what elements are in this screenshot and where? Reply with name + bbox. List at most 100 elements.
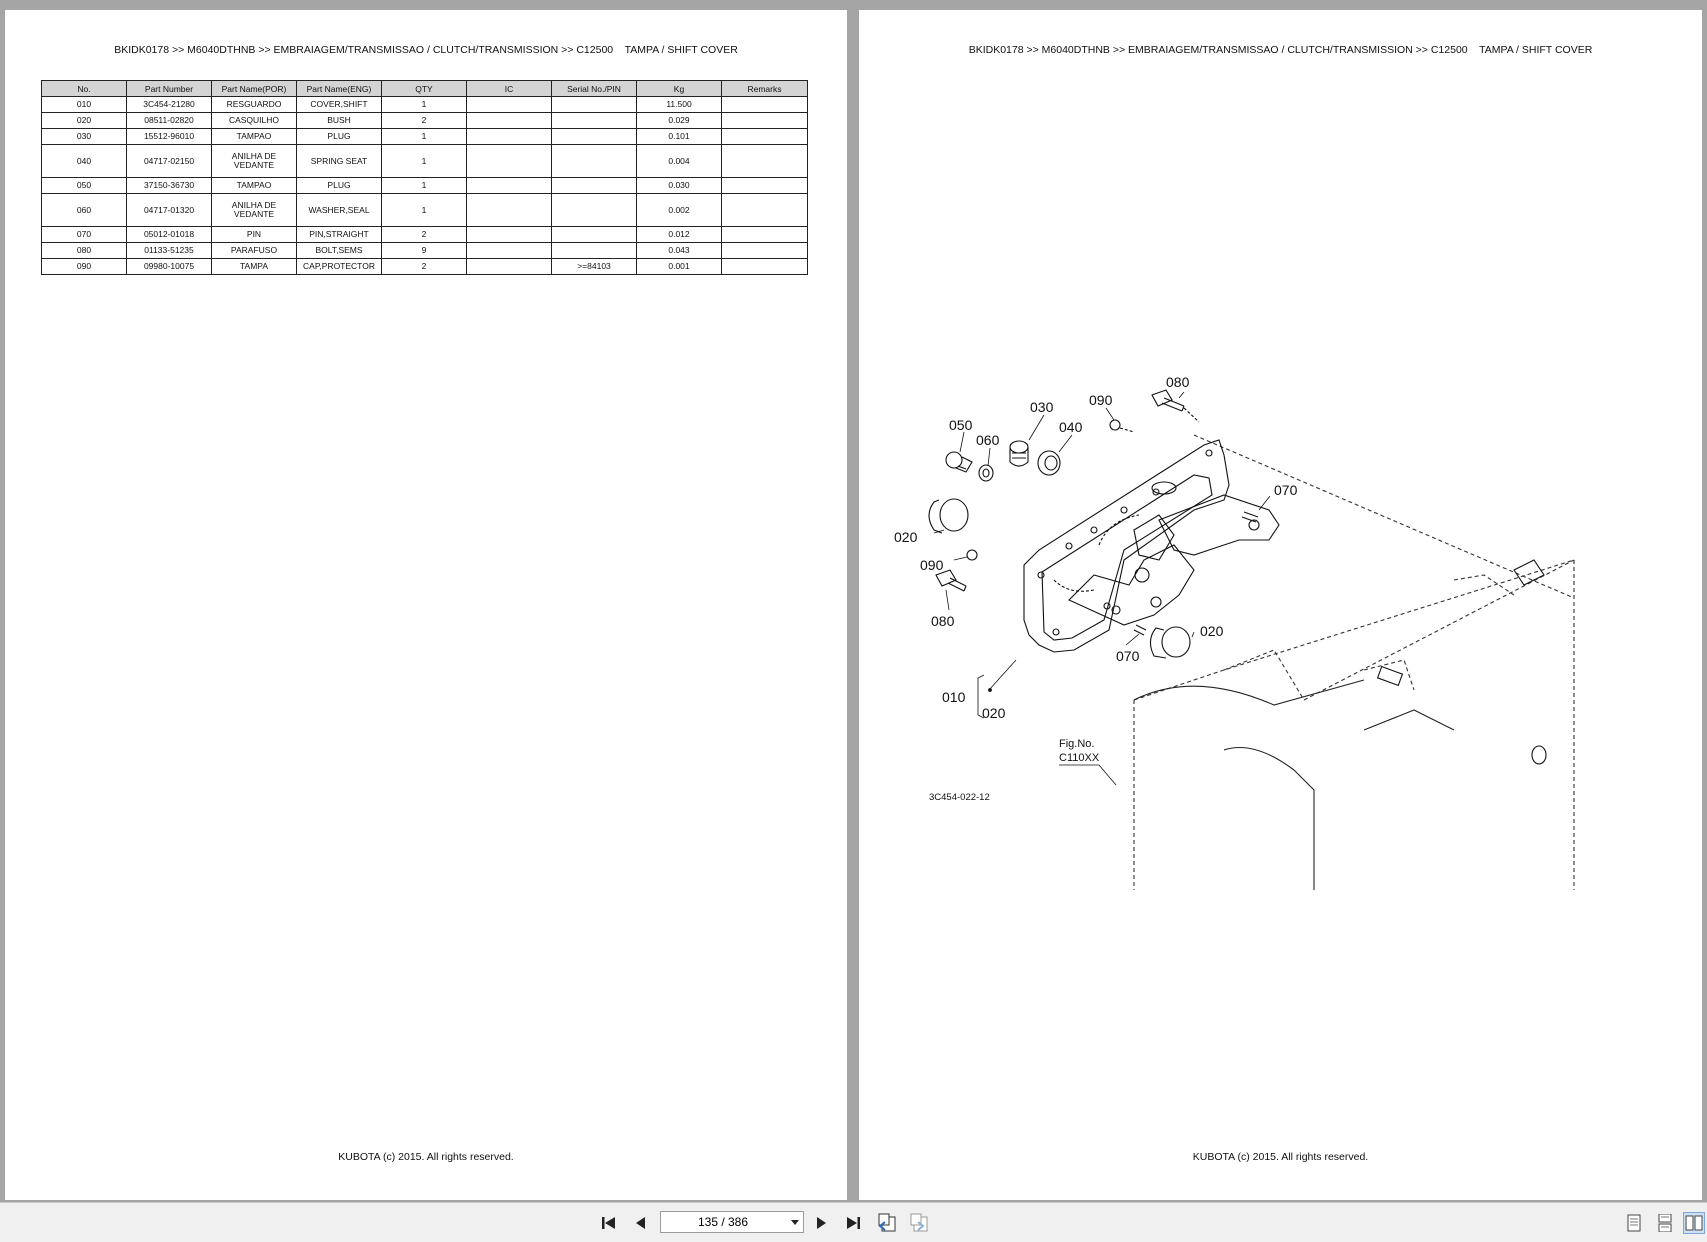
table-cell: 0.012: [636, 226, 722, 243]
single-page-view-button[interactable]: [1623, 1212, 1645, 1234]
col-header-part-name-eng: Part Name(ENG): [296, 80, 382, 97]
table-cell: [551, 96, 637, 113]
page-footer: KUBOTA (c) 2015. All rights reserved.: [338, 1151, 514, 1163]
callout-070-bottom: 070: [1116, 648, 1140, 664]
table-cell: CASQUILHO: [211, 112, 297, 129]
table-cell: [551, 242, 637, 259]
table-cell: BOLT,SEMS: [296, 242, 382, 259]
table-cell: 030: [41, 128, 127, 145]
two-page-view-button[interactable]: [1683, 1212, 1705, 1234]
part-070-top-drawing: [1241, 511, 1259, 523]
page-breadcrumb: BKIDK0178 >> M6040DTHNB >> EMBRAIAGEM/TR…: [114, 44, 738, 56]
table-cell: PLUG: [296, 177, 382, 194]
table-cell: TAMPAO: [211, 128, 297, 145]
table-cell: 090: [41, 258, 127, 275]
table-cell: BUSH: [296, 112, 382, 129]
drawing-code: 3C454-022-12: [929, 792, 990, 803]
table-cell: 0.030: [636, 177, 722, 194]
table-cell: 2: [381, 226, 467, 243]
table-cell: 09980-10075: [126, 258, 212, 275]
next-page-button[interactable]: [811, 1212, 833, 1234]
table-cell: 0.002: [636, 193, 722, 227]
table-cell: [721, 242, 808, 259]
page-number-field[interactable]: [660, 1211, 804, 1233]
table-cell: [721, 96, 808, 113]
table-cell: 3C454-21280: [126, 96, 212, 113]
fig-number-label: Fig.No.: [1059, 738, 1094, 750]
callout-070-top: 070: [1274, 482, 1298, 498]
table-cell: [466, 96, 552, 113]
table-cell: 080: [41, 242, 127, 259]
table-cell: 1: [381, 144, 467, 178]
back-view-button[interactable]: [876, 1212, 898, 1234]
table-cell: SPRING SEAT: [296, 144, 382, 178]
table-cell: [551, 193, 637, 227]
prev-page-icon: [636, 1217, 645, 1229]
table-cell: 1: [381, 128, 467, 145]
part-020-right-drawing: [1149, 626, 1191, 659]
table-cell: PARAFUSO: [211, 242, 297, 259]
table-cell: 04717-01320: [126, 193, 212, 227]
table-cell: 0.001: [636, 258, 722, 275]
table-cell: [551, 177, 637, 194]
next-page-icon: [817, 1217, 826, 1229]
part-090-top-drawing: [1109, 419, 1135, 433]
table-cell: 0.101: [636, 128, 722, 145]
callout-050: 050: [949, 417, 973, 433]
exploded-diagram-svg: 080 030 090 050 060 040 070 020 090 080 …: [894, 374, 1575, 890]
table-cell: [466, 112, 552, 129]
page-right: BKIDK0178 >> M6040DTHNB >> EMBRAIAGEM/TR…: [859, 10, 1702, 1200]
callout-030: 030: [1030, 399, 1054, 415]
col-header-serial: Serial No./PIN: [551, 80, 637, 97]
table-cell: [721, 177, 808, 194]
part-020-left-drawing: [928, 498, 969, 534]
table-cell: [551, 112, 637, 129]
fig-number-value: C110XX: [1059, 752, 1100, 764]
callout-020-bottom: 020: [982, 705, 1006, 721]
part-070-bottom-drawing: [1133, 624, 1147, 636]
first-page-button[interactable]: [598, 1212, 620, 1234]
transmission-housing-drawing: [1133, 434, 1575, 890]
col-header-kg: Kg: [636, 80, 722, 97]
table-cell: [551, 128, 637, 145]
callout-080-top: 080: [1166, 374, 1190, 390]
table-cell: 2: [381, 112, 467, 129]
table-cell: [721, 112, 808, 129]
table-cell: 060: [41, 193, 127, 227]
part-030-drawing: [1009, 440, 1029, 467]
table-cell: RESGUARDO: [211, 96, 297, 113]
page-number-input[interactable]: [661, 1214, 785, 1230]
last-page-button[interactable]: [842, 1212, 864, 1234]
table-cell: 2: [381, 258, 467, 275]
table-cell: [466, 144, 552, 178]
callout-010: 010: [942, 689, 966, 705]
table-cell: 08511-02820: [126, 112, 212, 129]
table-cell: 9: [381, 242, 467, 259]
chevron-down-icon[interactable]: [791, 1220, 799, 1225]
continuous-view-button[interactable]: [1654, 1212, 1676, 1234]
first-page-icon: [602, 1217, 615, 1229]
table-cell: [551, 226, 637, 243]
table-cell: [466, 177, 552, 194]
callout-060: 060: [976, 432, 1000, 448]
col-header-part-number: Part Number: [126, 80, 212, 97]
table-cell: 0.029: [636, 112, 722, 129]
two-page-icon: [1685, 1215, 1703, 1231]
prev-page-button[interactable]: [629, 1212, 651, 1234]
table-cell: 04717-02150: [126, 144, 212, 178]
table-cell: [466, 128, 552, 145]
table-cell: 1: [381, 193, 467, 227]
table-cell: PIN: [211, 226, 297, 243]
callout-040: 040: [1059, 419, 1083, 435]
forward-view-button[interactable]: [908, 1212, 930, 1234]
forward-view-icon: [910, 1213, 928, 1232]
table-header-row: No. Part Number Part Name(POR) Part Name…: [41, 80, 808, 97]
document-viewer[interactable]: BKIDK0178 >> M6040DTHNB >> EMBRAIAGEM/TR…: [0, 0, 1707, 1202]
part-080-mid-drawing: [935, 569, 967, 592]
table-cell: [721, 258, 808, 275]
table-cell: 1: [381, 177, 467, 194]
table-cell: 37150-36730: [126, 177, 212, 194]
